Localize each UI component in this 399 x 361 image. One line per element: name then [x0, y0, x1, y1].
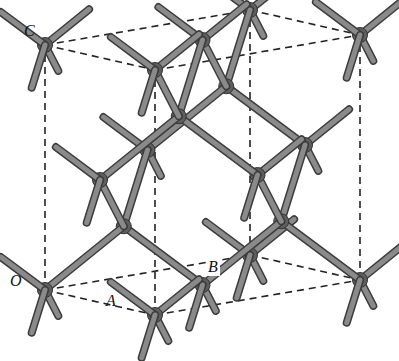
bond: [155, 279, 199, 315]
bond: [100, 116, 179, 180]
bond-outline: [281, 221, 360, 280]
bond-outline: [258, 139, 302, 175]
bond: [179, 116, 258, 175]
cell-edge: [249, 10, 251, 255]
bond-outline: [87, 180, 100, 223]
bond-outline: [111, 37, 155, 70]
bond-outline: [347, 280, 360, 323]
bond-outline: [244, 175, 257, 218]
bond-outline: [32, 45, 45, 88]
bond-outline: [100, 116, 179, 180]
bond-outline: [111, 282, 155, 315]
bond: [203, 221, 282, 285]
bond-outline: [142, 315, 155, 358]
cell-edge: [44, 45, 46, 290]
bond: [1, 12, 45, 45]
bond-outline: [155, 34, 199, 70]
bond-outline: [56, 147, 100, 180]
bond-outline: [142, 70, 155, 113]
bond-outline: [203, 221, 282, 285]
bond: [281, 221, 360, 280]
bond: [316, 2, 360, 35]
bond: [155, 34, 199, 70]
bond: [189, 285, 202, 328]
cell-edge: [155, 280, 360, 315]
bond-outline: [226, 86, 305, 145]
bond: [142, 315, 155, 358]
bond-outline: [179, 116, 258, 175]
bond-outline: [316, 2, 360, 35]
cell-edge: [359, 35, 361, 280]
bond: [347, 280, 360, 323]
bond: [32, 290, 45, 333]
unit-cell-edges: [45, 10, 360, 315]
point-label: B: [206, 258, 220, 276]
bond: [347, 35, 360, 78]
bond: [237, 255, 250, 298]
bond-outline: [237, 255, 250, 298]
bond: [124, 226, 203, 285]
bond-outline: [155, 279, 199, 315]
point-label: O: [8, 272, 24, 290]
bond-outline: [1, 257, 45, 290]
point-label: C: [22, 22, 37, 40]
bond-outline: [347, 35, 360, 78]
bond-outline: [1, 12, 45, 45]
bond: [111, 37, 155, 70]
bond: [203, 4, 247, 40]
bond: [226, 86, 305, 145]
bond: [111, 282, 155, 315]
cell-edge: [154, 70, 156, 315]
cell-edge: [155, 35, 360, 70]
bond: [258, 139, 302, 175]
bond: [87, 180, 100, 223]
bond: [305, 109, 349, 145]
bond: [32, 45, 45, 88]
bond: [142, 70, 155, 113]
point-label: A: [104, 292, 118, 310]
bond: [1, 257, 45, 290]
bond-outline: [189, 285, 202, 328]
bond: [56, 147, 100, 180]
bond: [45, 9, 89, 45]
bond-outline: [203, 4, 247, 40]
bond-outline: [124, 226, 203, 285]
bond: [244, 175, 257, 218]
bond-outline: [305, 109, 349, 145]
bond-outline: [45, 9, 89, 45]
bond-outline: [32, 290, 45, 333]
